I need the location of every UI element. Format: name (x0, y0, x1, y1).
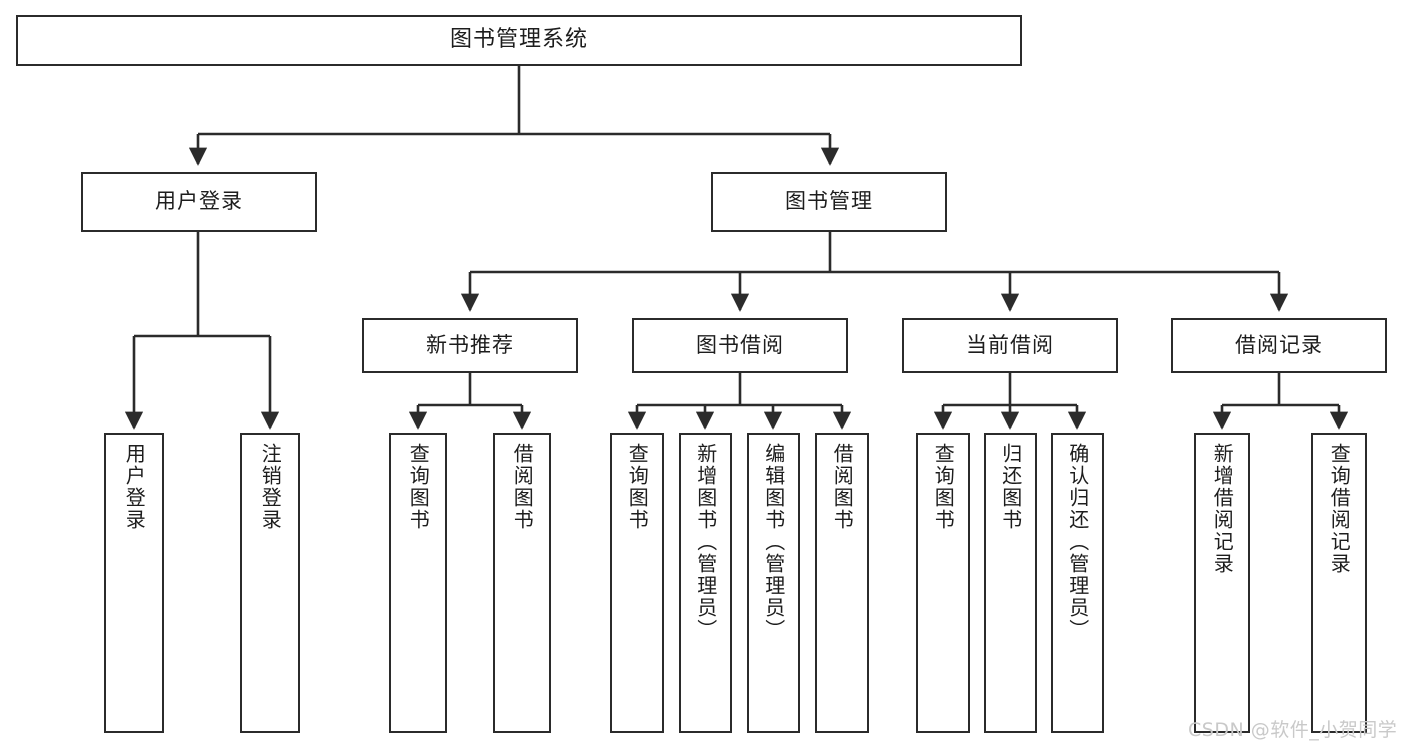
leaf-user-login-logout[interactable]: 注销登录 (240, 433, 300, 733)
node-label: 借阅记录 (1235, 332, 1323, 357)
node-label: 用户登录 (122, 443, 147, 531)
node-label: 用户登录 (155, 189, 243, 214)
leaf-book-borrow-add-book-admin[interactable]: 新增图书（管理员） (679, 433, 732, 733)
node-user-login[interactable]: 用户登录 (81, 172, 317, 232)
node-label: 确认归还（管理员） (1065, 443, 1090, 641)
node-label: 借阅图书 (510, 443, 535, 531)
node-label: 编辑图书（管理员） (761, 443, 786, 641)
node-current-borrow[interactable]: 当前借阅 (902, 318, 1118, 373)
leaf-new-book-query-book[interactable]: 查询图书 (389, 433, 447, 733)
csdn-watermark: CSDN @软件_小贺同学 (1188, 719, 1398, 741)
leaf-book-borrow-edit-book-admin[interactable]: 编辑图书（管理员） (747, 433, 800, 733)
node-new-book-recommend[interactable]: 新书推荐 (362, 318, 578, 373)
leaf-borrow-record-add-record[interactable]: 新增借阅记录 (1194, 433, 1250, 733)
leaf-user-login-login[interactable]: 用户登录 (104, 433, 164, 733)
node-label: 归还图书 (998, 443, 1023, 531)
node-label: 新增图书（管理员） (693, 443, 718, 641)
node-label: 查询图书 (625, 443, 650, 531)
node-label: 图书借阅 (696, 332, 784, 357)
node-label: 查询借阅记录 (1327, 443, 1352, 575)
node-label: 图书管理 (785, 189, 873, 214)
node-book-management[interactable]: 图书管理 (711, 172, 947, 232)
leaf-current-borrow-return-book[interactable]: 归还图书 (984, 433, 1037, 733)
node-book-borrow[interactable]: 图书借阅 (632, 318, 848, 373)
node-label: 注销登录 (258, 443, 283, 531)
node-label: 新书推荐 (426, 332, 514, 357)
leaf-current-borrow-confirm-return-admin[interactable]: 确认归还（管理员） (1051, 433, 1104, 733)
node-root-book-management-system[interactable]: 图书管理系统 (16, 15, 1022, 66)
leaf-book-borrow-query-book[interactable]: 查询图书 (610, 433, 664, 733)
leaf-borrow-record-query-record[interactable]: 查询借阅记录 (1311, 433, 1367, 733)
leaf-new-book-borrow-book[interactable]: 借阅图书 (493, 433, 551, 733)
leaf-current-borrow-query-book[interactable]: 查询图书 (916, 433, 970, 733)
node-label: 查询图书 (406, 443, 431, 531)
node-borrow-record[interactable]: 借阅记录 (1171, 318, 1387, 373)
node-label: 图书管理系统 (449, 27, 588, 53)
leaf-book-borrow-borrow-book[interactable]: 借阅图书 (815, 433, 869, 733)
node-label: 查询图书 (931, 443, 956, 531)
node-label: 当前借阅 (966, 332, 1054, 357)
node-label: 借阅图书 (830, 443, 855, 531)
node-label: 新增借阅记录 (1210, 443, 1235, 575)
